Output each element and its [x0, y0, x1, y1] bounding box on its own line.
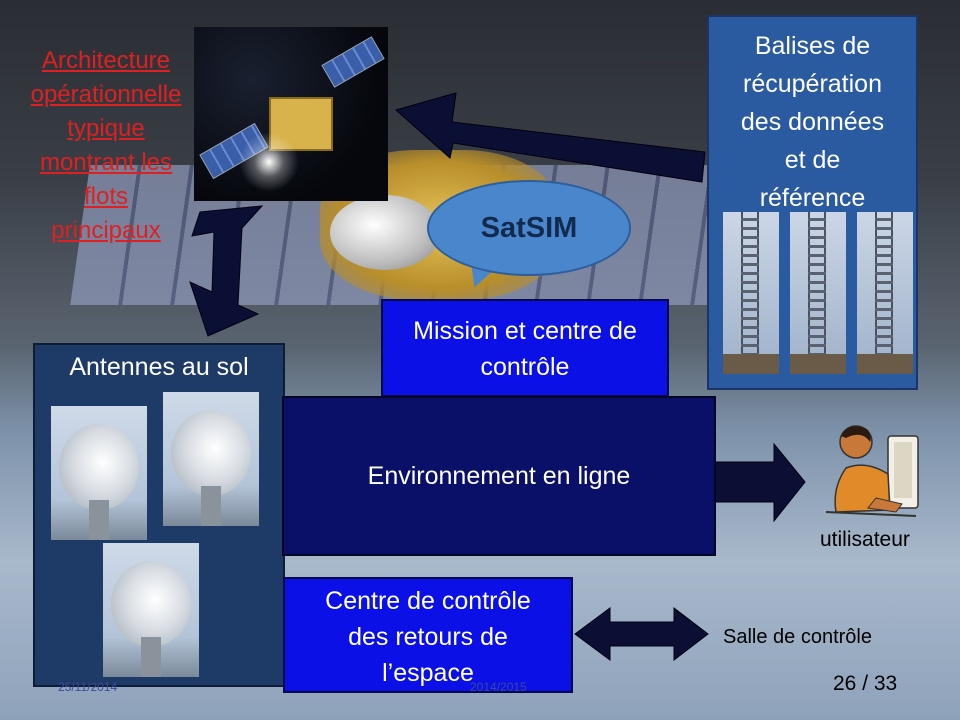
ground-antenna-photo: [51, 406, 147, 540]
arrow-balises-to-satellite: [394, 92, 706, 183]
footer-date: 25/11/2014: [58, 680, 118, 694]
satsim-bubble: SatSIM: [427, 180, 631, 276]
tower-photo: [790, 212, 846, 374]
title-line: typique: [67, 115, 145, 142]
antennes-box: Antennes au sol: [33, 343, 285, 687]
balises-box: Balises de récupération des données et d…: [707, 15, 918, 390]
antennes-label: Antennes au sol: [69, 353, 249, 381]
centre-retours-box: Centre de contrôle des retours de l’espa…: [283, 577, 573, 693]
sun-flare: [239, 132, 299, 192]
title-line: flots: [83, 183, 128, 210]
satellite-photo: [194, 27, 388, 201]
balises-line: des données: [740, 108, 885, 136]
tower-photo: [857, 212, 913, 374]
balises-line: et de: [784, 146, 841, 174]
page-number: 26 / 33: [833, 672, 898, 695]
balises-label: Balises de récupération des données et d…: [709, 27, 916, 217]
salle-controle-label: Salle de contrôle: [723, 626, 872, 648]
mission-box: Mission et centre de contrôle: [381, 299, 669, 397]
title-line: Architecture: [41, 47, 171, 74]
centre-line: des retours de: [348, 623, 508, 651]
balises-line: récupération: [743, 70, 882, 98]
arrow-satellite-antennes: [189, 205, 264, 337]
mission-line: Mission et centre de: [413, 317, 637, 345]
environnement-box: Environnement en ligne: [282, 396, 716, 556]
centre-line: Centre de contrôle: [325, 587, 531, 615]
solar-panel-right: [321, 36, 385, 88]
mission-line: contrôle: [480, 353, 570, 381]
background-satellite-dish: [330, 195, 440, 270]
ground-antenna-photo: [103, 543, 199, 677]
balises-line: Balises de: [754, 32, 871, 60]
arrow-env-to-user: [714, 442, 806, 523]
slide-title-link[interactable]: Architecture opérationnelle typique mont…: [6, 44, 206, 248]
balises-line: référence: [759, 184, 866, 212]
footer-center: 2014/2015: [470, 680, 527, 694]
title-line: montrant les: [39, 149, 173, 176]
centre-line: l’espace: [382, 659, 474, 687]
ground-antenna-photo: [163, 392, 259, 526]
title-line: opérationnelle: [30, 81, 182, 108]
user-at-computer-icon: [825, 425, 919, 517]
title-line: principaux: [51, 217, 161, 244]
arrow-centre-salle: [574, 606, 709, 662]
utilisateur-label: utilisateur: [820, 528, 910, 551]
tower-photo: [723, 212, 779, 374]
